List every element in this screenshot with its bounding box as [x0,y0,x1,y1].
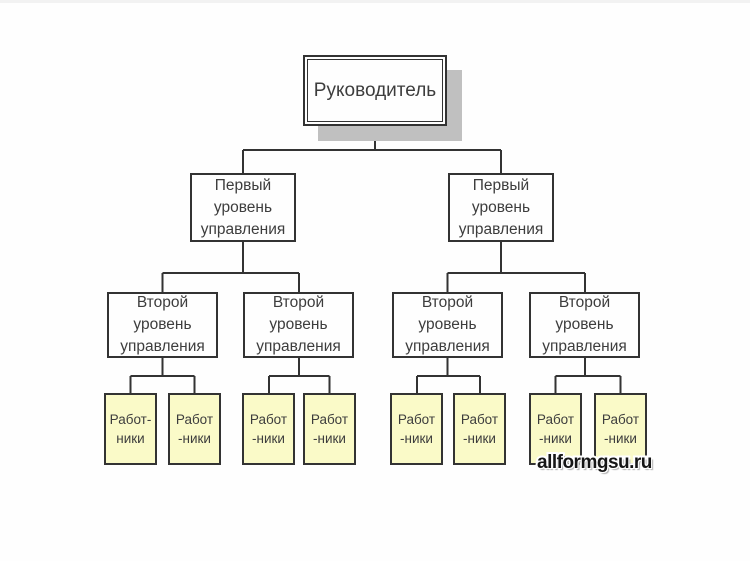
node-workers-1: Работ- ники [104,393,157,465]
node-workers-3: Работ -ники [242,393,295,465]
connector-path [129,126,622,394]
node-second-level-4: Второй уровень управления [529,292,640,358]
node-first-level-2: Первый уровень управления [448,173,554,242]
node-workers-8-label: Работ -ники [601,412,640,446]
node-workers-7-label: Работ -ники [536,412,575,446]
node-workers-4-label: Работ -ники [310,412,349,446]
node-director: Руководитель [303,55,447,126]
node-first-level-1-label: Первый уровень управления [200,176,286,238]
node-workers-6: Работ -ники [453,393,506,465]
node-second-level-1-label: Второй уровень управления [120,294,205,355]
node-workers-4: Работ -ники [303,393,356,465]
node-workers-5: Работ -ники [390,393,443,465]
node-second-level-2: Второй уровень управления [243,292,354,358]
node-second-level-1: Второй уровень управления [107,292,218,358]
node-workers-2-label: Работ -ники [175,412,214,446]
node-workers-2: Работ -ники [168,393,221,465]
node-first-level-1: Первый уровень управления [190,173,296,242]
node-second-level-3: Второй уровень управления [392,292,503,358]
watermark-text: allformgsu.ru [535,450,654,475]
node-workers-1-label: Работ- ники [109,412,152,446]
node-workers-7: Работ -ники [529,393,582,465]
node-workers-3-label: Работ -ники [249,412,288,446]
node-workers-6-label: Работ -ники [460,412,499,446]
node-second-level-3-label: Второй уровень управления [405,294,490,355]
node-workers-8: Работ -ники [594,393,647,465]
node-director-label: Руководитель [313,80,437,101]
node-second-level-4-label: Второй уровень управления [542,294,627,355]
node-first-level-2-label: Первый уровень управления [458,176,544,238]
node-director-inner-border: Руководитель [307,59,443,122]
image-top-edge [0,0,750,3]
node-workers-5-label: Работ -ники [397,412,436,446]
node-second-level-2-label: Второй уровень управления [256,294,341,355]
